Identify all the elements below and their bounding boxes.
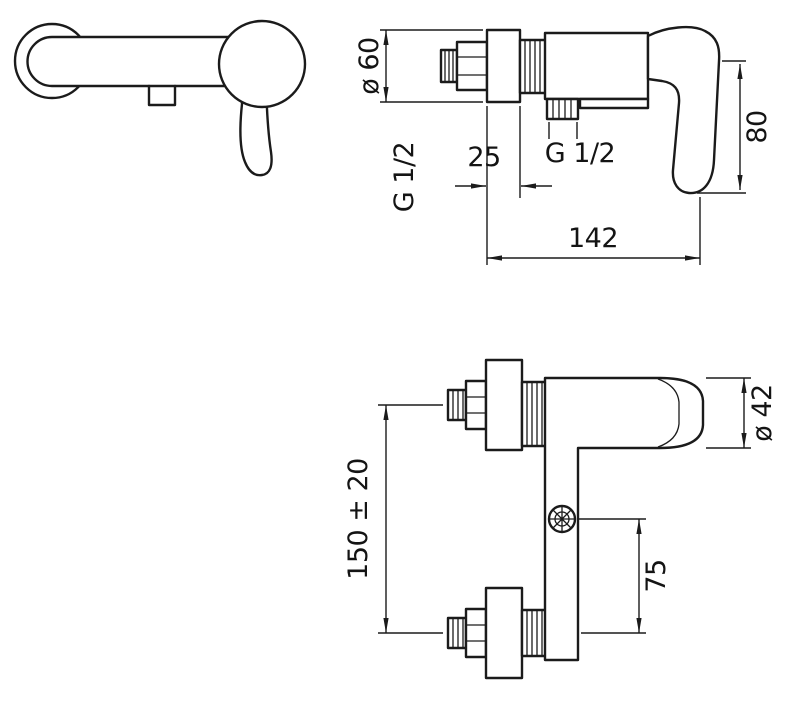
g12-outlet-label: G 1/2 [545,138,615,169]
dia42-label: ø 42 [747,384,778,441]
inlet-hex-nut [455,40,489,92]
escutcheon-plate [485,28,522,104]
mixer-body-side [543,376,705,662]
bottom-hex-nut-facets [466,624,486,642]
cartridge-cap-front [217,19,307,109]
top-hex-nut-facets [466,396,486,414]
top-thread-hatch [526,383,543,445]
dim25-extension-lines [486,106,521,265]
inlet-nipple-thread-hatch [444,50,454,82]
dia60-label: ø 60 [354,37,385,94]
dim142-label: 142 [568,223,618,254]
g12-inlet-label: G 1/2 [389,142,420,212]
bottom-thread-hatch [526,611,543,655]
outlet-thread-boss [545,97,580,121]
inlet-thread-hatch [524,41,541,92]
end-cap-curve [657,378,680,448]
dim80-extension-lines [697,60,746,194]
outlet-thread-hatch [552,99,572,119]
top-view: ø 60 G 1/2 25 G 1/2 80 142 [354,25,773,265]
dim150-label: 150 ± 20 [343,458,374,580]
dim150-extension-lines [378,404,443,634]
bottom-escutcheon [484,586,524,680]
shower-outlet-front [147,84,177,107]
bottom-hex-nut [464,607,488,659]
faucet-body-front [26,35,270,88]
hex-nut-facet-lines [457,56,487,76]
side-view: 150 ± 20 75 ø 42 [343,358,778,680]
dim80-label: 80 [742,110,773,143]
outlet-extension-lines [548,122,578,139]
top-escutcheon [484,358,524,452]
dim25-label: 25 [467,142,500,173]
mixer-body-top [543,31,650,101]
top-hex-nut [464,379,488,431]
dia60-extension-lines [380,29,483,103]
hose-outlet-knurl [550,507,574,531]
body-underside-lip [578,97,650,110]
front-view [13,19,307,177]
handle-lever-top [646,25,721,195]
top-nipple-thread-hatch [452,390,464,420]
inlet-thread-section [518,38,549,95]
dim75-extension-lines [578,518,646,634]
bottom-nipple-thread-hatch [452,618,464,648]
dim75-label: 75 [641,559,672,592]
